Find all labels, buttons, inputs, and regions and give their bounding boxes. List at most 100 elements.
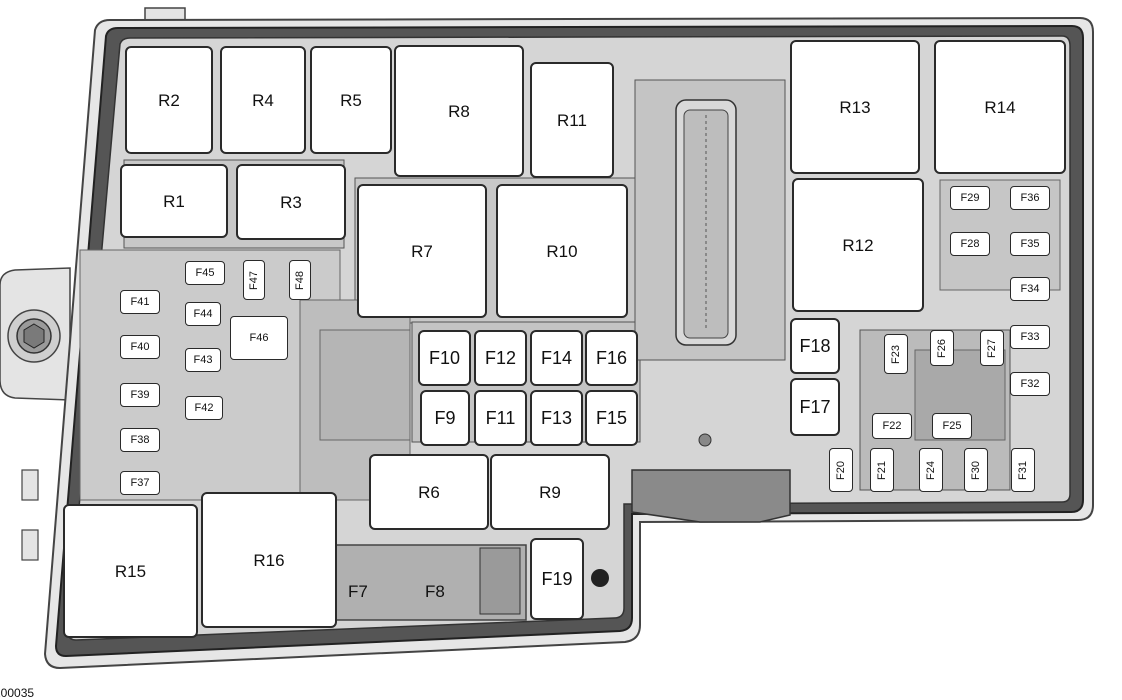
fuse-f13: F13 [530, 390, 583, 446]
relay-r2-label: R2 [158, 90, 180, 110]
fuse-f26: F26 [930, 330, 954, 366]
fuse-f21: F21 [870, 448, 894, 492]
relay-r7: R7 [357, 184, 487, 318]
fuse-f25: F25 [932, 413, 972, 439]
fuse-f14-label: F14 [540, 348, 573, 368]
relay-r8: R8 [394, 45, 524, 177]
fuse-f14: F14 [530, 330, 583, 386]
fuse-f11-label: F11 [485, 408, 516, 428]
fuse-f37: F37 [120, 471, 160, 495]
relay-r3: R3 [236, 164, 346, 240]
fuse-f16-label: F16 [595, 348, 628, 368]
relay-r16-label: R16 [253, 550, 285, 570]
fuse-f23-label: F23 [889, 344, 902, 364]
fuse-f27: F27 [980, 330, 1004, 366]
fuse-f15-label: F15 [595, 408, 628, 428]
relay-r3-label: R3 [280, 192, 302, 212]
fuse-f10-label: F10 [428, 348, 461, 368]
fuse-f9: F9 [420, 390, 470, 446]
fuse-f45-label: F45 [195, 266, 215, 279]
relay-r1-label: R1 [163, 191, 185, 211]
fuse-f24-label: F24 [924, 460, 937, 480]
relay-r4: R4 [220, 46, 306, 154]
relay-r10: R10 [496, 184, 628, 318]
fuse-f32: F32 [1010, 372, 1050, 396]
fuse-f12-label: F12 [484, 348, 517, 368]
fuse-f12: F12 [474, 330, 527, 386]
fuse-f23: F23 [884, 334, 908, 374]
fuse-f46-label: F46 [249, 331, 269, 344]
fuse-f43: F43 [185, 348, 221, 372]
fuse-f39: F39 [120, 383, 160, 407]
fuse-f17: F17 [790, 378, 840, 436]
fuse-f25-label: F25 [942, 419, 962, 432]
relay-r2: R2 [125, 46, 213, 154]
fuse-f10: F10 [418, 330, 471, 386]
fuse-f39-label: F39 [130, 388, 150, 401]
relay-r1: R1 [120, 164, 228, 238]
fuse-f28-label: F28 [960, 237, 980, 250]
relay-r16: R16 [201, 492, 337, 628]
relay-r7-label: R7 [411, 241, 433, 261]
fuse-f47: F47 [243, 260, 265, 300]
fuse-f8-label: F8 [425, 582, 445, 601]
relay-r9-label: R9 [539, 482, 561, 502]
fuse-f35-label: F35 [1020, 237, 1040, 250]
fuse-f17-label: F17 [799, 397, 831, 417]
fuse-f29: F29 [950, 186, 990, 210]
relay-r11: R11 [530, 62, 614, 178]
fuse-f30-label: F30 [969, 460, 982, 480]
fuse-f44: F44 [185, 302, 221, 326]
fuse-f38-label: F38 [130, 433, 150, 446]
relay-r11-label: R11 [557, 110, 587, 130]
fuse-f33: F33 [1010, 325, 1050, 349]
relay-r6-label: R6 [418, 482, 440, 502]
relay-r15-label: R15 [114, 561, 147, 581]
fuse-f44-label: F44 [193, 307, 213, 320]
fuse-f20-label: F20 [834, 460, 847, 480]
fuse-f31: F31 [1011, 448, 1035, 492]
fuse-f36: F36 [1010, 186, 1050, 210]
fuse-f21-label: F21 [875, 460, 888, 480]
fuse-f28: F28 [950, 232, 990, 256]
fuse-f42: F42 [185, 396, 223, 420]
relay-r6: R6 [369, 454, 489, 530]
relay-r12-label: R12 [842, 235, 874, 255]
relay-r12: R12 [792, 178, 924, 312]
fuse-f42-label: F42 [194, 401, 214, 414]
relay-r13-label: R13 [839, 97, 871, 117]
fuse-f46: F46 [230, 316, 288, 360]
fuse-f22-label: F22 [882, 419, 902, 432]
fuse-f37-label: F37 [130, 476, 150, 489]
fuse-f13-label: F13 [540, 408, 573, 428]
fuse-f31-label: F31 [1016, 460, 1029, 480]
fuse-f40-label: F40 [130, 340, 150, 353]
fuse-f34: F34 [1010, 277, 1050, 301]
relay-r14: R14 [934, 40, 1066, 174]
fuse-f48-label: F48 [293, 270, 306, 290]
fuse-f7-label: F7 [348, 582, 368, 601]
fuse-f45: F45 [185, 261, 225, 285]
fuse-f48: F48 [289, 260, 311, 300]
fuse-f18-label: F18 [799, 336, 831, 356]
relay-r10-label: R10 [546, 241, 578, 261]
fuse-f40: F40 [120, 335, 160, 359]
relay-r14-label: R14 [984, 97, 1016, 117]
fuse-f32-label: F32 [1020, 377, 1040, 390]
fuse-f16: F16 [585, 330, 638, 386]
fuse-f22: F22 [872, 413, 912, 439]
fuse-f19-label: F19 [541, 569, 573, 589]
relay-r8-label: R8 [448, 101, 470, 121]
fuse-f9-label: F9 [434, 408, 456, 428]
image-code-label: E200035 [0, 686, 35, 700]
fuse-f47-label: F47 [247, 270, 260, 290]
fuse-f43-label: F43 [193, 353, 213, 366]
fuse-f26-label: F26 [935, 338, 948, 358]
fuse-f33-label: F33 [1020, 330, 1040, 343]
fuse-f11: F11 [474, 390, 527, 446]
fuse-f19: F19 [530, 538, 584, 620]
fuse-f15: F15 [585, 390, 638, 446]
fuse-f20: F20 [829, 448, 853, 492]
fuse-f34-label: F34 [1020, 282, 1040, 295]
